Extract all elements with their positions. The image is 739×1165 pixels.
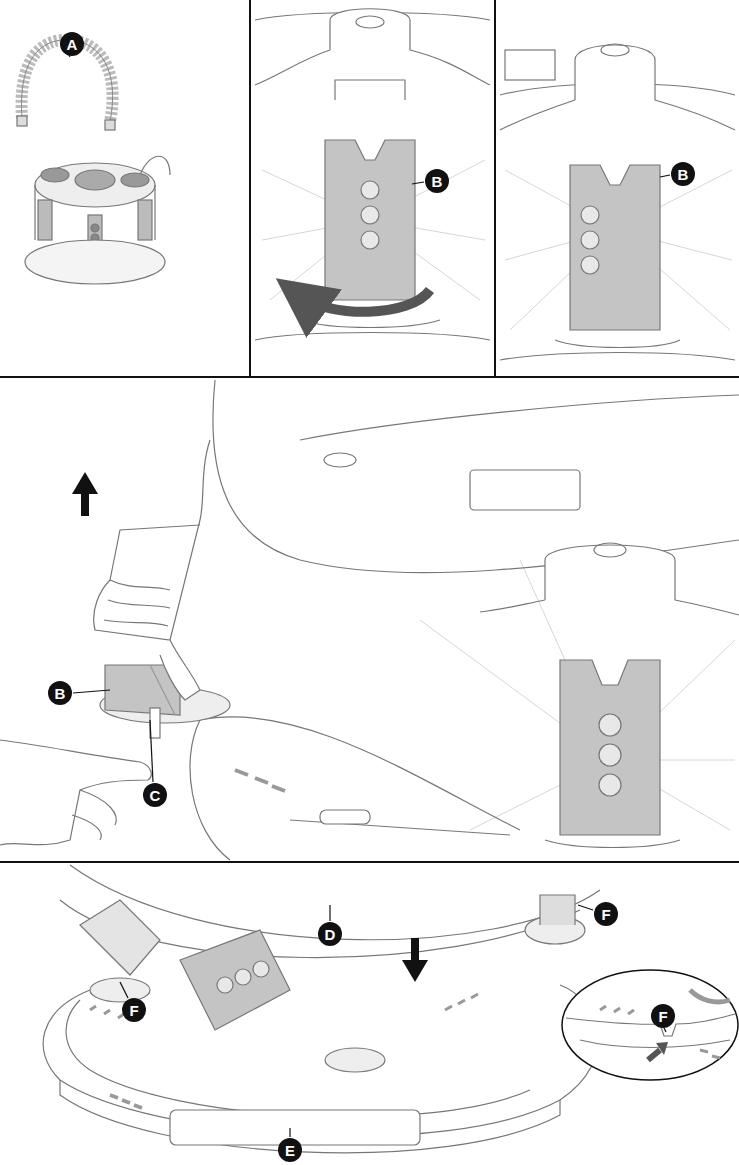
- callout-text: B: [432, 174, 443, 189]
- callout-letter: D: [318, 922, 342, 946]
- callout-letter: B: [48, 681, 72, 705]
- callout-letter: E: [278, 1138, 302, 1162]
- callout-text: B: [678, 167, 689, 182]
- callout-text: C: [150, 788, 161, 803]
- callout-text: E: [285, 1143, 295, 1158]
- callout-text: D: [325, 927, 336, 942]
- callout-text: A: [67, 37, 78, 52]
- callout-letter: F: [594, 902, 618, 926]
- callout-text: F: [601, 907, 610, 922]
- callout-text: B: [55, 686, 66, 701]
- callout-text: F: [658, 1009, 667, 1024]
- callout-letter: C: [143, 783, 167, 807]
- callout-letter: F: [651, 1004, 675, 1028]
- callout-letter: A: [60, 32, 84, 56]
- callout-letter: F: [122, 998, 146, 1022]
- callout-letter: B: [671, 162, 695, 186]
- callout-letter: B: [425, 169, 449, 193]
- callout-text: F: [129, 1003, 138, 1018]
